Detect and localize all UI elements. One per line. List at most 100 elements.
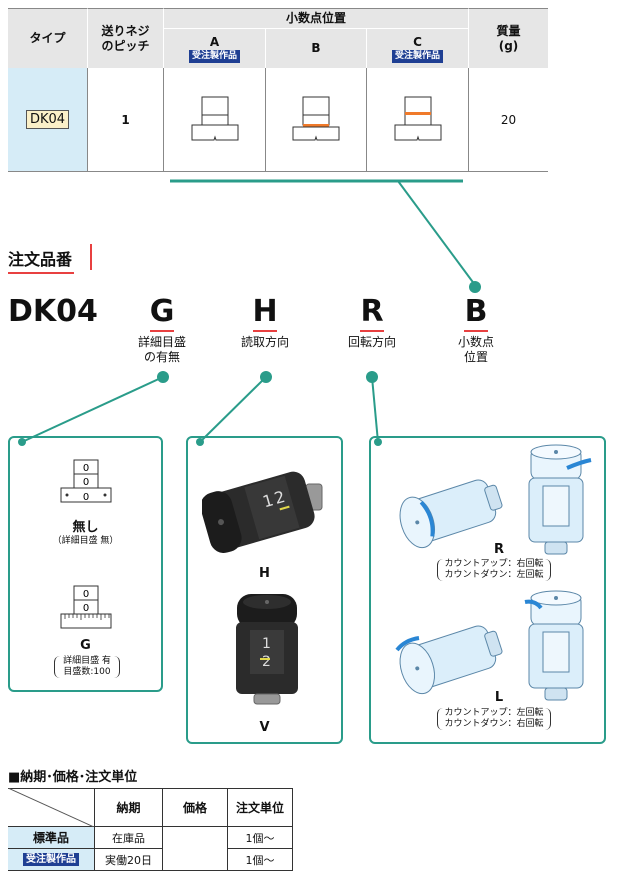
mass-value: 20 (500, 112, 517, 127)
header-decimal-label: 小数点位置 (285, 11, 346, 25)
order-heading: 注文品番 (8, 246, 75, 274)
option-l-label: L (494, 690, 504, 705)
header-pitch-label: 送りネジ のピッチ (101, 23, 150, 53)
option-r-note-2: カウントダウン：左回転 (444, 570, 544, 580)
decimal-c-cell (366, 68, 468, 172)
mass-cell: 20 (468, 68, 548, 172)
delivery-header-price-label: 価格 (182, 801, 207, 815)
delivery-heading: ■納期･価格･注文単位 (8, 770, 138, 785)
option-v-label: V (259, 720, 270, 735)
code-label-g: 詳細目盛 の有無 (137, 335, 186, 364)
code-label-b: 小数点 位置 (457, 335, 494, 364)
header-col-c-label: C (413, 34, 422, 49)
delivery-row-standard-type: 標準品 (8, 827, 94, 849)
decimal-b-cell (265, 68, 366, 172)
scale-fine-icon: 0 0 (60, 585, 112, 629)
svg-text:0: 0 (83, 603, 89, 614)
counter-r-vertical-icon (528, 444, 592, 555)
code-label-h: 読取方向 (240, 335, 289, 349)
option-r-note-1: カウントアップ：右回転 (444, 559, 544, 569)
svg-text:0: 0 (83, 477, 89, 488)
svg-text:1: 1 (262, 636, 271, 652)
code-underline-b (464, 330, 488, 332)
digit-window-c-icon (394, 96, 441, 140)
code-letter-g: G (149, 294, 175, 329)
option-fine-title: G (80, 638, 91, 653)
made-to-order-badge-c: 受注製作品 (391, 49, 443, 63)
counter-r-horizontal-icon (399, 479, 503, 549)
standard-lead-value: 在庫品 (112, 831, 145, 845)
code-letter-h: H (252, 294, 278, 329)
delivery-row-mto-type: 受注製作品 (8, 849, 94, 871)
delivery-header-diagonal (8, 788, 94, 827)
code-label-r: 回転方向 (347, 335, 396, 349)
svg-text:0: 0 (83, 492, 89, 503)
standard-label: 標準品 (32, 831, 69, 845)
header-col-c: C 受注製作品 (366, 28, 468, 68)
header-col-b: B (265, 28, 366, 68)
header-mass: 質量 (g) (468, 8, 548, 68)
option-fine-note-1: 詳細目盛 有 (63, 656, 111, 666)
header-mass-label: 質量 (g) (496, 23, 521, 53)
svg-text:2: 2 (262, 654, 271, 670)
header-type-label: タイプ (29, 31, 66, 45)
svg-text:2: 2 (272, 487, 287, 508)
pitch-value: 1 (121, 112, 130, 127)
delivery-row-mto-lead: 実働20日 (94, 849, 162, 871)
digit-window-b-icon (292, 96, 340, 140)
mto-lead-value: 実働20日 (105, 853, 152, 867)
delivery-row-mto-unit: 1個～ (227, 849, 293, 871)
header-type: タイプ (8, 8, 87, 68)
option-none-note: （詳細目盛 無） (52, 536, 119, 546)
digit-window-a-icon (191, 96, 238, 140)
order-heading-label: 注文品番 (8, 250, 73, 269)
code-letter-b: B (464, 294, 488, 329)
model-code: DK04 (8, 294, 98, 329)
type-code-box: DK04 (25, 110, 70, 129)
made-to-order-badge-a: 受注製作品 (188, 49, 240, 63)
option-r-note-box: カウントアップ：右回転 カウントダウン：左回転 (437, 559, 551, 581)
svg-text:0: 0 (83, 463, 89, 474)
mto-unit-value: 1個～ (245, 853, 275, 867)
svg-text:1: 1 (261, 490, 276, 511)
counter-l-vertical-icon (524, 590, 584, 701)
order-heading-bracket (90, 244, 95, 270)
pitch-cell: 1 (87, 68, 163, 172)
option-l-note-box: カウントアップ：左回転 カウントダウン：右回転 (437, 708, 551, 730)
code-underline-h (253, 330, 277, 332)
header-col-a: A 受注製作品 (163, 28, 265, 68)
decimal-a-cell (163, 68, 265, 172)
delivery-row-standard-unit: 1個～ (227, 827, 293, 849)
counter-horizontal-icon: 1 2 (202, 471, 323, 553)
delivery-price-merged (162, 827, 227, 871)
counter-l-horizontal-icon (395, 625, 503, 695)
scale-none-icon: 0 0 0 (60, 459, 112, 503)
standard-unit-value: 1個～ (245, 831, 275, 845)
code-underline-g (150, 330, 174, 332)
code-letter-r: R (360, 294, 384, 329)
header-col-a-label: A (209, 34, 220, 49)
delivery-header-lead: 納期 (94, 788, 162, 827)
diagonal-line (8, 788, 94, 827)
delivery-header-unit-label: 注文単位 (235, 801, 284, 815)
option-fine-note-box: 詳細目盛 有 目盛数:100 (54, 656, 120, 678)
made-to-order-badge-delivery: 受注製作品 (23, 853, 79, 866)
option-fine-note-2: 目盛数:100 (63, 667, 111, 677)
type-cell: DK04 (8, 68, 87, 172)
panel-reading-direction: 1 2 H 1 2 V (186, 436, 343, 744)
header-pitch: 送りネジ のピッチ (87, 8, 163, 68)
option-l-note-1: カウントアップ：左回転 (444, 708, 544, 718)
code-underline-r (360, 330, 384, 332)
delivery-row-standard-lead: 在庫品 (94, 827, 162, 849)
delivery-header-price: 価格 (162, 788, 227, 827)
panel-detail-scale: 0 0 0 無し （詳細目盛 無） 0 0 G 詳細目盛 有 目盛数:100 (8, 436, 163, 692)
option-h-label: H (259, 566, 270, 581)
option-none-title: 無し (72, 520, 99, 535)
option-r-label: R (493, 542, 504, 557)
delivery-header-unit: 注文単位 (227, 788, 293, 827)
header-col-b-label: B (311, 41, 321, 55)
svg-text:0: 0 (83, 589, 89, 600)
panel-rotation-direction: R カウントアップ：右回転 カウントダウン：左回転 L カウントアップ：左回転 … (369, 436, 606, 744)
header-decimal-position: 小数点位置 (163, 8, 468, 28)
